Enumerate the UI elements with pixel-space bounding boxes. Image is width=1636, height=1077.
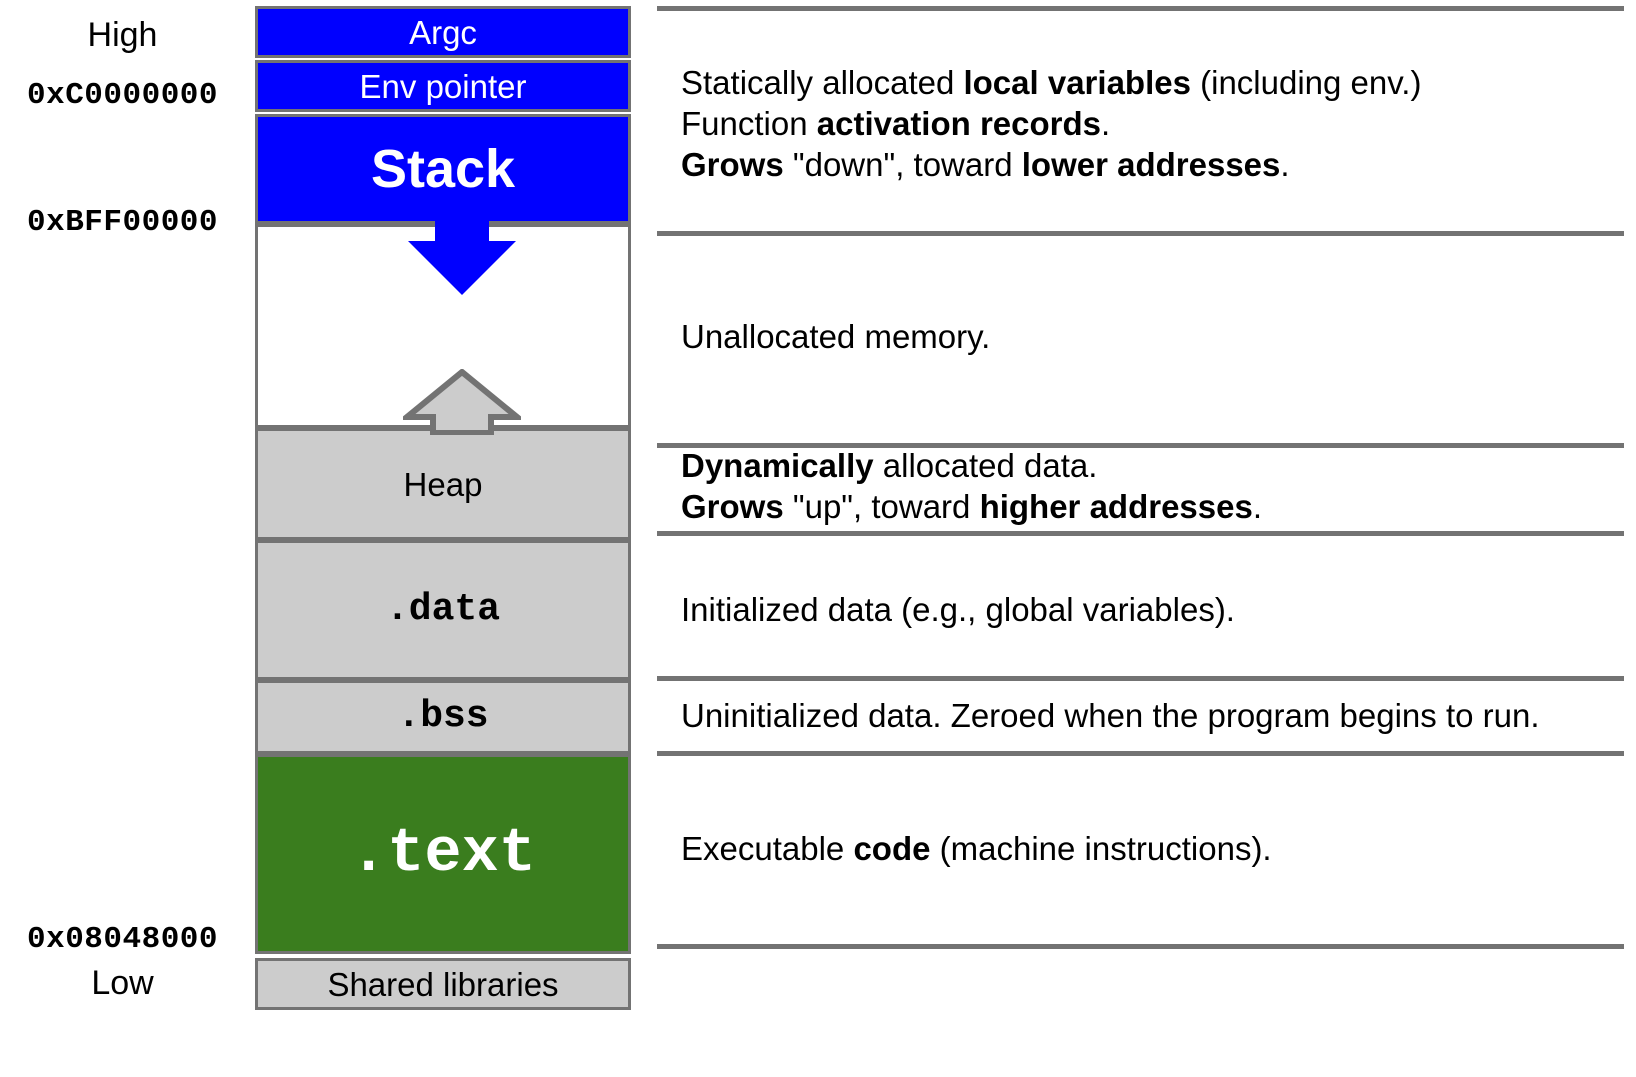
addr-c0000000: 0xC0000000 bbox=[26, 78, 219, 113]
unallocated-description: Unallocated memory. bbox=[681, 318, 991, 355]
segment-label-shared-libs: Shared libraries bbox=[327, 965, 559, 1003]
section-divider-0 bbox=[657, 6, 1624, 11]
text-description: Executable code (machine instructions). bbox=[681, 830, 1272, 867]
section-divider-4 bbox=[657, 676, 1624, 681]
data-description: Initialized data (e.g., global variables… bbox=[681, 591, 1235, 628]
section-divider-1 bbox=[657, 231, 1624, 236]
addr-08048000: 0x08048000 bbox=[26, 922, 219, 957]
stack-growth-down-arrow bbox=[408, 203, 516, 295]
memory-segment-argc: Argc bbox=[255, 6, 631, 58]
section-divider-6 bbox=[657, 944, 1624, 949]
segment-label-stack: Stack bbox=[370, 139, 516, 199]
segment-label-bss-section: .bss bbox=[397, 695, 489, 738]
memory-segment-shared-libs: Shared libraries bbox=[255, 958, 631, 1010]
heap-description: Dynamically allocated data. Grows "up", … bbox=[681, 447, 1263, 525]
memory-segment-heap: Heap bbox=[255, 368, 631, 540]
stack-growth-down-arrow-glyph bbox=[408, 203, 516, 295]
description-column: Statically allocated local variables (in… bbox=[657, 0, 1624, 1077]
heap-growth-up-arrow bbox=[398, 368, 526, 436]
section-divider-5 bbox=[657, 751, 1624, 756]
segment-label-heap: Heap bbox=[403, 465, 483, 503]
segment-label-argc: Argc bbox=[409, 13, 477, 51]
segment-label-data-section: .data bbox=[385, 588, 501, 631]
section-divider-2 bbox=[657, 443, 1624, 448]
high-marker: High bbox=[87, 16, 158, 54]
segment-label-text-section: .text bbox=[349, 818, 537, 889]
section-divider-3 bbox=[657, 531, 1624, 536]
memory-segment-text-section: .text bbox=[255, 754, 631, 954]
memory-segment-data-section: .data bbox=[255, 540, 631, 680]
stack-description: Statically allocated local variables (in… bbox=[681, 64, 1422, 183]
heap-growth-up-arrow-glyph bbox=[398, 368, 526, 436]
segment-label-env-pointer: Env pointer bbox=[359, 67, 527, 105]
memory-segment-stack: Stack bbox=[255, 114, 631, 295]
memory-segment-env-pointer: Env pointer bbox=[255, 60, 631, 112]
bss-description: Uninitialized data. Zeroed when the prog… bbox=[681, 697, 1540, 734]
memory-segment-bss-section: .bss bbox=[255, 680, 631, 754]
addr-bff00000: 0xBFF00000 bbox=[26, 205, 219, 240]
low-marker: Low bbox=[91, 964, 154, 1002]
